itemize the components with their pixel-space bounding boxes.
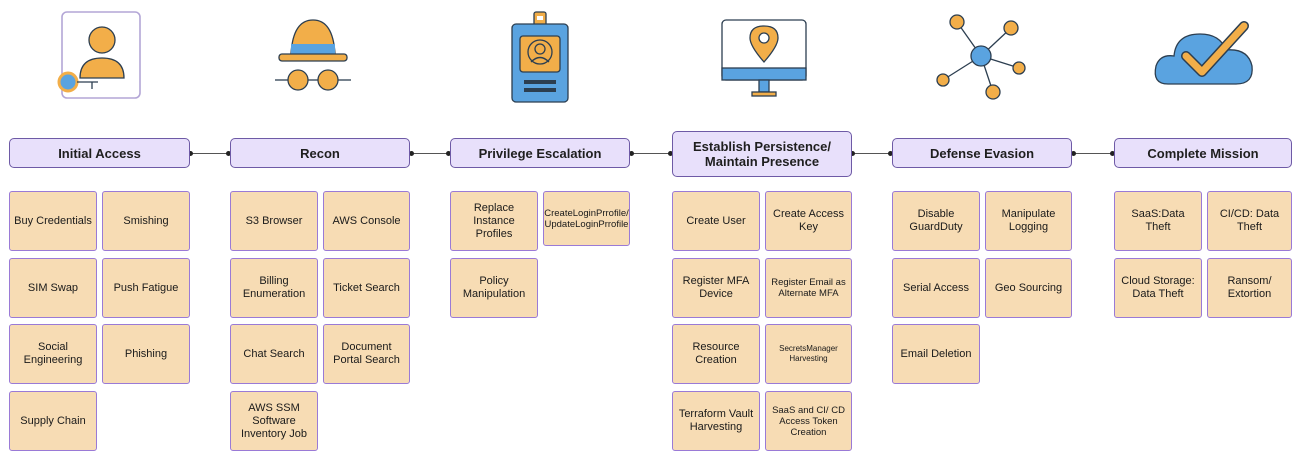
card-chat-search: Chat Search	[230, 324, 318, 384]
stage-header-privilege-escalation: Privilege Escalation	[450, 138, 630, 168]
connector-line	[410, 153, 450, 154]
card-policy-manipulation: Policy Manipulation	[450, 258, 538, 318]
card-ticket-search: Ticket Search	[323, 258, 410, 318]
card-create-update-login-profile: CreateLoginPrrofile/ UpdateLoginPrrofile	[543, 191, 630, 246]
card-sim-swap: SIM Swap	[9, 258, 97, 318]
monitor-location-pin-icon	[706, 10, 826, 105]
card-smishing: Smishing	[102, 191, 190, 251]
stage-header-defense-evasion: Defense Evasion	[892, 138, 1072, 168]
card-cicd-data-theft: CI/CD: Data Theft	[1207, 191, 1292, 251]
card-saas-data-theft: SaaS:Data Theft	[1114, 191, 1202, 251]
connector-line	[1072, 153, 1114, 154]
card-terraform-vault-harvesting: Terraform Vault Harvesting	[672, 391, 760, 451]
card-s3-browser: S3 Browser	[230, 191, 318, 251]
connector-dot	[226, 151, 231, 156]
connector-dot	[409, 151, 414, 156]
cloud-checkmark-icon	[1146, 10, 1266, 105]
card-cloud-storage-data-theft: Cloud Storage: Data Theft	[1114, 258, 1202, 318]
card-social-engineering: Social Engineering	[9, 324, 97, 384]
connector-dot	[1071, 151, 1076, 156]
card-register-email-alternate-mfa: Register Email as Alternate MFA	[765, 258, 852, 318]
card-replace-instance-profiles: Replace Instance Profiles	[450, 191, 538, 251]
card-geo-sourcing: Geo Sourcing	[985, 258, 1072, 318]
card-supply-chain: Supply Chain	[9, 391, 97, 451]
connector-line	[630, 153, 672, 154]
connector-dot	[1110, 151, 1115, 156]
connector-line	[852, 153, 892, 154]
card-email-deletion: Email Deletion	[892, 324, 980, 384]
card-disable-guardduty: Disable GuardDuty	[892, 191, 980, 251]
stage-header-initial-access: Initial Access	[9, 138, 190, 168]
card-saas-cicd-access-token-creation: SaaS and CI/ CD Access Token Creation	[765, 391, 852, 451]
card-phishing: Phishing	[102, 324, 190, 384]
card-aws-ssm-software-inventory-job: AWS SSM Software Inventory Job	[230, 391, 318, 451]
connector-line	[190, 153, 230, 154]
stage-header-recon: Recon	[230, 138, 410, 168]
stage-header-complete-mission: Complete Mission	[1114, 138, 1292, 168]
connector-dot	[668, 151, 673, 156]
stage-header-establish-persistence: Establish Persistence/ Maintain Presence	[672, 131, 852, 177]
card-manipulate-logging: Manipulate Logging	[985, 191, 1072, 251]
network-nodes-icon	[923, 10, 1043, 105]
connector-dot	[850, 151, 855, 156]
card-resource-creation: Resource Creation	[672, 324, 760, 384]
card-create-user: Create User	[672, 191, 760, 251]
connector-dot	[188, 151, 193, 156]
card-billing-enumeration: Billing Enumeration	[230, 258, 318, 318]
connector-dot	[888, 151, 893, 156]
card-register-mfa-device: Register MFA Device	[672, 258, 760, 318]
spy-hat-glasses-icon	[253, 10, 373, 105]
id-badge-icon	[480, 10, 600, 105]
card-document-portal-search: Document Portal Search	[323, 324, 410, 384]
card-serial-access: Serial Access	[892, 258, 980, 318]
card-aws-console: AWS Console	[323, 191, 410, 251]
card-create-access-key: Create Access Key	[765, 191, 852, 251]
card-push-fatigue: Push Fatigue	[102, 258, 190, 318]
connector-dot	[446, 151, 451, 156]
user-key-icon	[40, 10, 160, 105]
connector-dot	[629, 151, 634, 156]
card-ransom-extortion: Ransom/ Extortion	[1207, 258, 1292, 318]
card-secretsmanager-harvesting: SecretsManager Harvesting	[765, 324, 852, 384]
card-buy-credentials: Buy Credentials	[9, 191, 97, 251]
